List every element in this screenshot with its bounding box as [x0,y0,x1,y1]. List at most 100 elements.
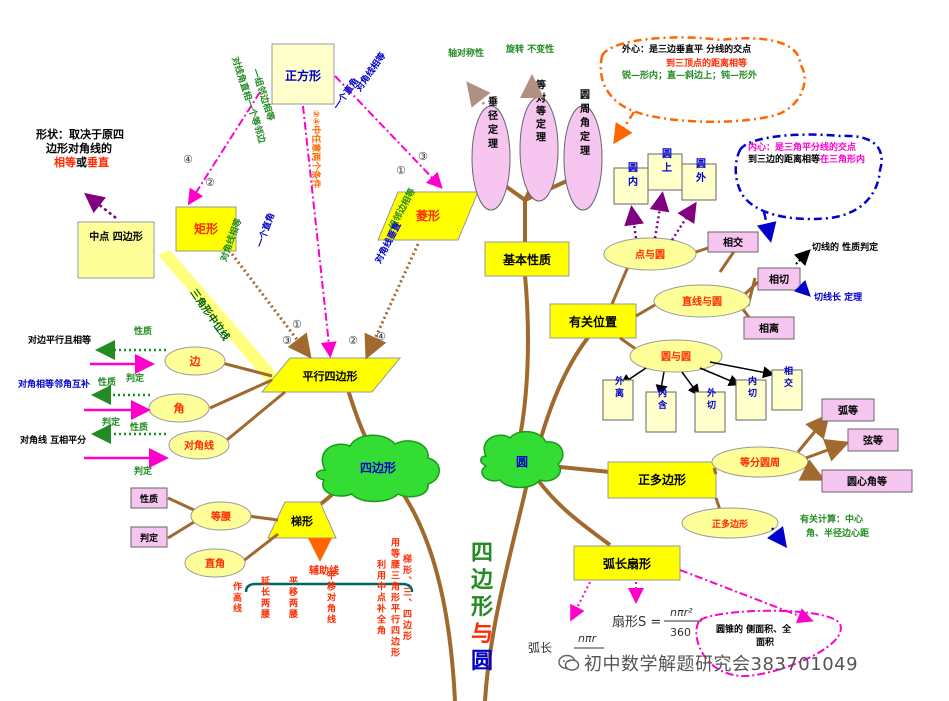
arc-numerator: nπr [578,632,598,645]
arc-eq-box [821,398,875,422]
calc-note-2: 角、半径边心距 [806,527,869,539]
watermark-text: 初中数学解题研究会383701049 [584,654,859,675]
watermark: 初中数学解题研究会383701049 [558,648,948,678]
regular-poly-label: 正多边形 [638,472,686,487]
aux-item-4: 平移对角线 [325,570,336,625]
square-to-rect-arrow [187,91,261,206]
cc-item-3: 外切 [705,387,717,412]
separate-box [743,316,795,340]
quad-cloud [315,434,440,503]
cc-item-2: 内含 [656,387,668,412]
square-to-par-arrow [302,105,337,358]
circle-cloud-label: 圆 [516,455,528,469]
diag-ellipse [168,430,230,460]
in-label: 圆内 [626,162,638,190]
aux-item-1: 作高线 [231,580,242,614]
shape-note-line3: 相等或垂直 [54,155,109,169]
rhombus-label: 菱形 [416,208,440,223]
intersect-label: 相交 [723,236,743,249]
side-ellipse [164,346,226,376]
cc-box-5 [771,369,803,411]
incenter-line2a: 到三边的距离相等 [748,153,820,165]
angle-judge: 判定 [102,416,121,428]
rh-sq-label: 对角线相等 [353,50,389,94]
incenter-line2: 到三边的距离相等在三角形内 [748,153,865,165]
midpoint-arrow [84,192,117,219]
num-1-right: ① [396,164,406,177]
sector-formula-label: 扇形S = [612,614,661,630]
midpoint-quad-node [77,221,155,279]
rhombus-node [377,191,479,241]
num-1-par: ① [292,318,302,331]
rectangle-node [175,206,237,252]
perp-chord-label: 垂径定理 [486,95,498,152]
tangent-down-arrow [793,279,811,297]
surface-note-2: 面积 [756,636,774,648]
shape-note-perp: 垂直 [87,155,109,169]
rect-par-label: 一个直角 [254,211,278,249]
circumcenter-line1: 外心：是三边垂直平 分线的交点 [621,43,751,55]
circumcenter-arrow [613,111,636,145]
title-char-4: 与 [471,622,493,647]
trapezoid-node [267,501,337,539]
trap-judge-box [130,526,168,548]
incenter-line2b: 在三角形内 [820,153,865,165]
arc-eq-label: 弧等 [838,404,858,417]
isosceles-ellipse [190,501,252,531]
right-angle-ellipse [184,548,246,578]
poly-branches [712,413,850,511]
diag-property: 性质 [130,421,148,433]
cc-arrows [619,361,775,397]
title-char-5: 圆 [471,649,493,674]
aux-item-6: 用等腰三角形平行四边形 [389,537,401,658]
tangent-label: 相切 [769,273,789,286]
circle-cloud [480,430,564,489]
point-circle-box-labels: 圆内圆上圆外 [626,148,707,190]
calc-arrow [767,526,787,548]
cone-arrow [679,569,814,624]
cc-item-4: 内切 [746,375,757,400]
axial-arrow [466,81,491,108]
rect-par-arrow [230,253,312,359]
rectangle-label: 矩形 [193,221,218,236]
inscribed-ellipse [563,105,603,211]
tangent-box [757,267,801,291]
isosceles-label: 等腰 [211,510,231,523]
num-2-left: ② [205,176,215,189]
square-to-rhombus-arrow [334,75,443,189]
aux-brace [244,582,414,593]
trap-property-label: 性质 [140,493,158,505]
incenter-arrow [756,211,777,243]
sq-par-label: ②④中任意两个条件 [310,110,322,188]
aux-label: 辅助线 [309,564,339,577]
circumcenter-line3: 锐—形内；直—斜边上；钝—形外 [622,69,757,81]
poly-ellipse [681,507,779,539]
shape-note-or: 或 [76,155,87,169]
cc-labels: 外离内含外切内切相交 [613,365,793,412]
trap-judge-label: 判定 [140,532,159,544]
out-box [681,163,717,201]
circumcenter-line2: 到三顶点的距离相等 [666,57,747,69]
equal-thm-label: 等对等定理 [534,78,546,144]
side-label: 边 [189,354,202,368]
circumcenter-cloud [599,36,806,124]
incenter-cloud [734,133,883,221]
out-label: 圆外 [694,158,707,186]
shape-note-line2: 边形对角线的 [45,141,112,155]
on-label: 圆上 [660,148,672,176]
line-circle-ellipse [653,284,751,318]
quad-cloud-label: 四边形 [360,460,396,475]
shape-note-line1: 形状：取决于原四 [36,127,124,141]
par-branches [209,360,286,446]
wechat-icon [558,654,580,671]
calc-note-1: 有关计算：中心 [800,513,863,525]
incenter-line1: 内心：是三角平分线的交点 [748,141,856,153]
circle-circle-ellipse [629,339,723,373]
midline-label: 三角形中位线 [188,286,233,343]
square-label: 正方形 [285,68,321,83]
cc-box-2 [645,391,677,433]
num-3-par: ③ [282,334,292,347]
cc-item-1: 外离 [613,375,625,400]
aux-item-3: 平移两腰 [287,576,299,620]
